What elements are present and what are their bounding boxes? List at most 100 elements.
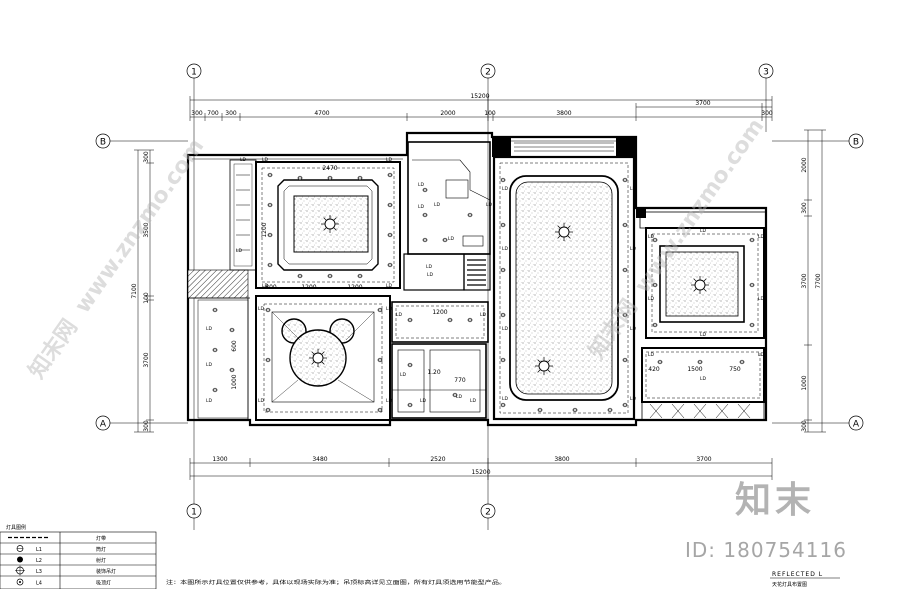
dimension-bottom	[189, 458, 773, 480]
dim-kids: 800	[265, 284, 277, 291]
dim-kids: 1200	[301, 284, 316, 291]
balcony-hatch	[649, 403, 751, 419]
dimension-right-labels: 7700 2000 300 3700 1000 300	[801, 157, 822, 432]
fixture-label-ld: LD	[630, 396, 637, 402]
dim-top-seg: 100	[484, 110, 496, 117]
grid-label-3: 3	[763, 68, 769, 78]
fixture-label-ld: LD	[418, 182, 425, 188]
dim-right-total: 7700	[815, 273, 822, 288]
legend-code: L1	[36, 547, 42, 553]
legend-row: L4 吸顶灯	[16, 578, 111, 587]
fixture-label-ld: LD	[700, 332, 707, 338]
title-chinese: 天花灯具布置图	[772, 581, 807, 588]
fixture-label-ld: LD	[456, 394, 463, 400]
fixture-label-ld: LD	[386, 306, 393, 312]
outer-walls	[186, 131, 768, 427]
dimension-left-labels: 7100 300 3500 100 3700 300	[131, 151, 150, 432]
fixture-label-ld: LD	[426, 264, 433, 270]
dim-left-seg: 100	[143, 292, 150, 304]
pendant-ray	[321, 361, 325, 365]
master-bedroom-ceiling	[255, 161, 401, 289]
grid-bubble-col-3: 3	[758, 63, 774, 79]
dim-balcony: 750	[729, 366, 741, 373]
fixture-label-ld: LD	[630, 186, 637, 192]
pendant-ray	[547, 369, 551, 373]
fixture-label-ld: LD	[236, 248, 243, 254]
dim-bedroom-side: 1200	[261, 222, 268, 237]
fixture-label-ld: LD	[386, 157, 393, 163]
grid-bubble-row-b-right: B	[848, 133, 864, 149]
legend-label: 射灯	[96, 557, 106, 564]
legend-table: 灯具图例 灯带 L1 筒灯 L2 射灯 L3	[0, 524, 157, 590]
fixture-label-ld: LD	[502, 396, 509, 402]
fixture-label-ld: LD	[648, 352, 655, 358]
fixture-label-ld: LD	[386, 398, 393, 404]
pendant-ray	[311, 361, 315, 365]
fixture-label-ld: LD	[240, 157, 247, 163]
pendant-ray	[323, 217, 327, 221]
dimension-top-segments: 300 700 300 4700 2000 100 3800 3700 300	[191, 100, 773, 117]
grid-label-b-right: B	[853, 138, 859, 148]
pendant-ray	[703, 288, 707, 292]
fixture-label-ld: LD	[258, 398, 265, 404]
grid-bubble-col-1-bottom: 1	[186, 503, 202, 519]
legend-code: L3	[36, 569, 42, 575]
left-strip-ticks	[236, 174, 250, 251]
pendant-light-symbol	[558, 226, 570, 238]
pendant-ray	[703, 278, 707, 282]
fixture-label-ld: LD	[758, 296, 765, 302]
legend-label: 装饰吊灯	[96, 568, 116, 575]
grid-bubble-row-a-right: A	[848, 415, 864, 431]
fixture-label-ld: LD	[400, 372, 407, 378]
pendant-ray	[547, 359, 551, 363]
pendant-light-symbol	[538, 360, 550, 372]
living-room-top-band	[514, 142, 614, 152]
grid-bubble-col-2: 2	[480, 63, 496, 79]
fixture-label-ld: LD	[470, 398, 477, 404]
fixture-label-ld: LD	[502, 246, 509, 252]
pendant-ray	[693, 278, 697, 282]
pendant-ray	[311, 351, 315, 355]
dim-top-seg: 3700	[695, 100, 710, 107]
fixture-label-ld: LD	[427, 272, 434, 278]
title-block: REFLECTED L 天花灯具布置图	[770, 571, 840, 588]
dim-bottom-seg: 3800	[554, 456, 569, 463]
dim-top-seg: 700	[207, 110, 219, 117]
fixture-label-ld: LD	[502, 326, 509, 332]
kids-room-ceiling	[255, 295, 391, 421]
dim-bedroom-width: 2470	[322, 165, 337, 172]
dim-left-total: 7100	[131, 283, 138, 298]
dim-top-seg: 3800	[556, 110, 571, 117]
pendant-light-symbol	[312, 352, 324, 364]
grid-label-2-bottom: 2	[485, 508, 491, 518]
dim-right-seg: 3700	[801, 273, 808, 288]
dim-top-seg: 4700	[314, 110, 329, 117]
dim-bottom-seg: 2520	[430, 456, 445, 463]
grid-label-a-right: A	[853, 420, 860, 430]
pendant-ray	[323, 227, 327, 231]
dim-bath: 1.20	[427, 369, 441, 376]
fixture-label-ld: LD	[262, 283, 269, 289]
fixture-label-ld: LD	[386, 283, 393, 289]
watermark-diagonal-1: 知末网 www.znzmo.com	[24, 134, 210, 383]
fixture-label-ld: LD	[206, 398, 213, 404]
legend-title: 灯具图例	[6, 524, 26, 531]
balcony-ceiling	[641, 347, 765, 421]
title-english: REFLECTED L	[772, 571, 823, 578]
closet-zone	[403, 141, 491, 291]
pendant-ray	[557, 235, 561, 239]
pendant-ray	[567, 225, 571, 229]
dim-balcony: 420	[648, 366, 660, 373]
legend-code: L2	[36, 558, 42, 564]
watermark-name: 知末网	[24, 314, 83, 383]
dim-bottom-seg: 1300	[212, 456, 227, 463]
grid-label-1-bottom: 1	[191, 508, 197, 518]
structural-columns	[187, 137, 646, 299]
dim-right-seg: 300	[801, 420, 808, 432]
fixture-label-ld: LD	[758, 352, 765, 358]
legend-code: L4	[36, 581, 42, 587]
fixture-label-ld: LD	[206, 362, 213, 368]
dim-bottom-total: 15200	[471, 469, 490, 476]
